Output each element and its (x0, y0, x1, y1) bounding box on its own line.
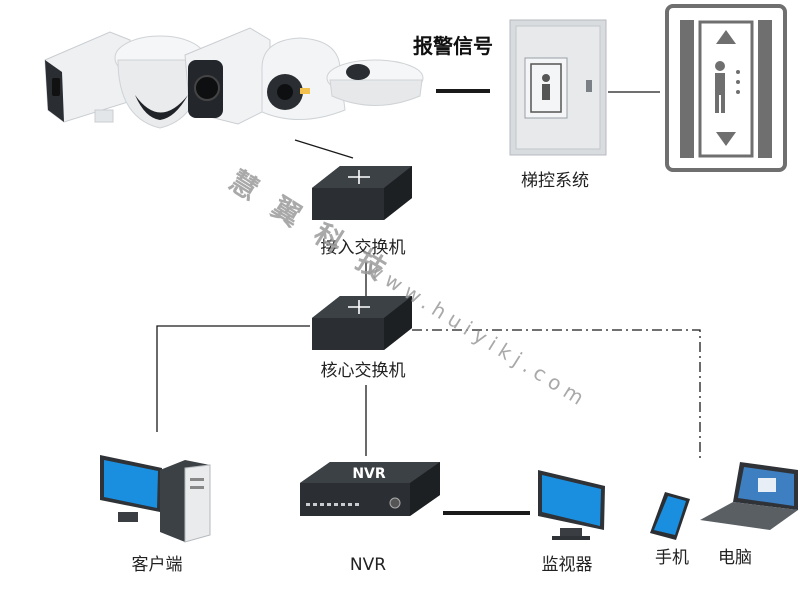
computer-label: 电脑 (718, 548, 752, 568)
nvr-device-label: NVR (352, 466, 386, 482)
phone-label: 手机 (655, 548, 689, 568)
link-cameras-to-access-switch (294, 139, 354, 159)
core-switch-icon (312, 296, 412, 350)
core-switch-label: 核心交换机 (321, 361, 406, 381)
client-workstation-icon (100, 455, 211, 543)
mini-dome-camera-icon (326, 59, 424, 106)
link-core-switch-to-client (156, 325, 310, 432)
link-core-switch-to-mobile (412, 329, 701, 458)
phone-icon (650, 492, 690, 540)
nvr-label: NVR (350, 555, 386, 575)
bullet-camera-icon (44, 31, 131, 123)
monitor-label: 监视器 (542, 555, 593, 575)
turret-camera-icon (261, 37, 346, 120)
dome-camera-icon (114, 35, 206, 129)
client-label: 客户端 (132, 555, 183, 575)
laptop-icon (700, 462, 798, 530)
elevator-control-panel-icon (509, 19, 607, 156)
bullet-camera-icon (184, 27, 271, 125)
elevator-control-system-label: 梯控系统 (521, 171, 589, 191)
monitor-icon (538, 470, 605, 540)
alarm-signal-label: 报警信号 (413, 34, 493, 58)
connection-lines (156, 89, 701, 515)
camera-cluster (44, 27, 424, 129)
watermark: 慧翼科技 www.huiyikj.com (223, 164, 593, 413)
elevator-sign-icon (665, 4, 787, 172)
nvr-device-icon (300, 462, 440, 516)
access-switch-label: 接入交换机 (321, 238, 406, 258)
access-switch-icon (312, 166, 412, 220)
